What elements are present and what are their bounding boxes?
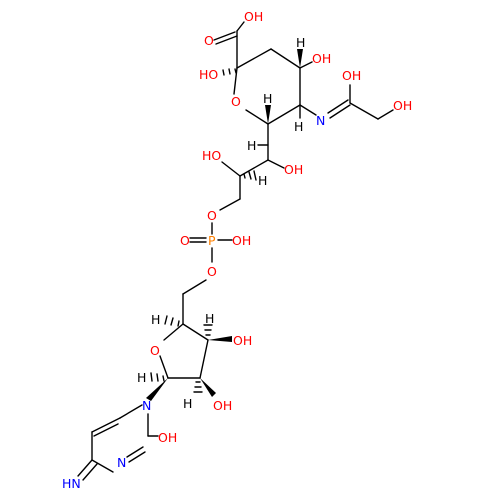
atom-ring-o: O [231,94,241,109]
atom-n3: N [117,455,126,470]
atom-oh-c7: OH [284,162,303,177]
hash-c1r-h [150,372,165,382]
atom-o-c9: O [207,208,217,223]
wedge-c1r-n [146,378,168,401]
atom-ho-c8: HO [202,148,221,163]
bond-c7-c8 [239,159,269,177]
atom-o-p5: O [207,264,217,279]
hash-c8-h [243,170,257,181]
atom-h-c7: H [247,138,256,153]
bond-c1r-o [159,355,169,379]
bond-c6-c5-a [91,417,121,433]
atom-h-c3r: H [205,311,214,326]
atom-h-c2r: H [183,396,192,411]
bond-c6-ring-o [245,109,269,125]
bond-cacid-o-double-a [213,31,236,41]
bond-c5-n [299,104,317,116]
atom-h-c4r: H [151,312,160,327]
atom-h-c5: H [294,119,303,134]
bond-n-c-double-a [329,104,351,119]
atom-oh-c4: OH [312,51,331,66]
bond-n1-c6 [119,404,143,419]
atom-oh-c2r: OH [213,398,232,413]
wedge-c3r-oh [208,336,232,342]
bond-c9-o [219,198,241,211]
atom-oh-acid: OH [244,9,263,24]
bond-ch2-oh [377,109,394,120]
bond-c4-nh-a [77,459,93,477]
atom-h-c4: H [296,35,305,50]
hash-c2r-h [193,381,203,393]
atom-p: P [208,233,216,248]
bond-c4-oh [299,61,313,69]
atom-oh-p: OH [232,233,251,248]
atom-hn-imine: HN [62,476,81,491]
hash-c2-oh [222,68,237,76]
atom-o-pdouble: O [180,233,190,248]
wedge-c4-h [297,49,303,68]
atom-o-ribose: O [150,343,160,358]
atom-h-c8: H [258,173,267,188]
bond-c-ch2 [349,102,379,120]
bond-c5-c6 [267,104,301,125]
bond-c6-c5-b [93,423,119,437]
bond-c3r-c2r [199,339,209,379]
hash-c4r-h [164,315,180,327]
atom-oh-c2pyr: OH [158,430,177,445]
atom-n1: N [142,398,151,413]
wedge-c6-h [265,105,271,124]
bond-c4-nh-b [82,463,98,481]
hash-c3r-h [203,324,213,336]
bond-c7-oh [267,159,285,169]
bond-cacid-o-double-b [215,35,238,45]
bond-c4r-c3r [182,323,209,341]
bond-n3-c2-b [126,446,144,458]
bond-c4-n3 [91,459,114,473]
bond-o5-c5r [182,279,207,295]
atom-oh-amide: OH [342,68,361,83]
bond-n3-c2-a [128,451,146,463]
atom-n-amide: N [316,113,325,128]
atom-o-acid: O [204,33,214,48]
bond-n-c-double-b [327,99,349,114]
wedge-c2r-oh [200,378,216,397]
bond-c3-c4 [270,48,301,69]
atom-oh-glycolyl: OH [393,98,412,113]
atom-label-layer: OH O HO O H OH H H N OH OH H HO OH H O O… [62,9,412,491]
bond-c8-ho [221,161,241,177]
bond-cacid-oh [236,21,245,32]
atom-h-c1r: H [137,370,146,385]
bond-o-c4r [163,323,184,341]
bond-c2-c3 [236,48,272,69]
atom-h-c6: H [263,91,272,106]
atom-ho-c2: HO [199,67,218,82]
atom-oh-c3r: OH [233,333,252,348]
bond-layer [77,21,394,481]
